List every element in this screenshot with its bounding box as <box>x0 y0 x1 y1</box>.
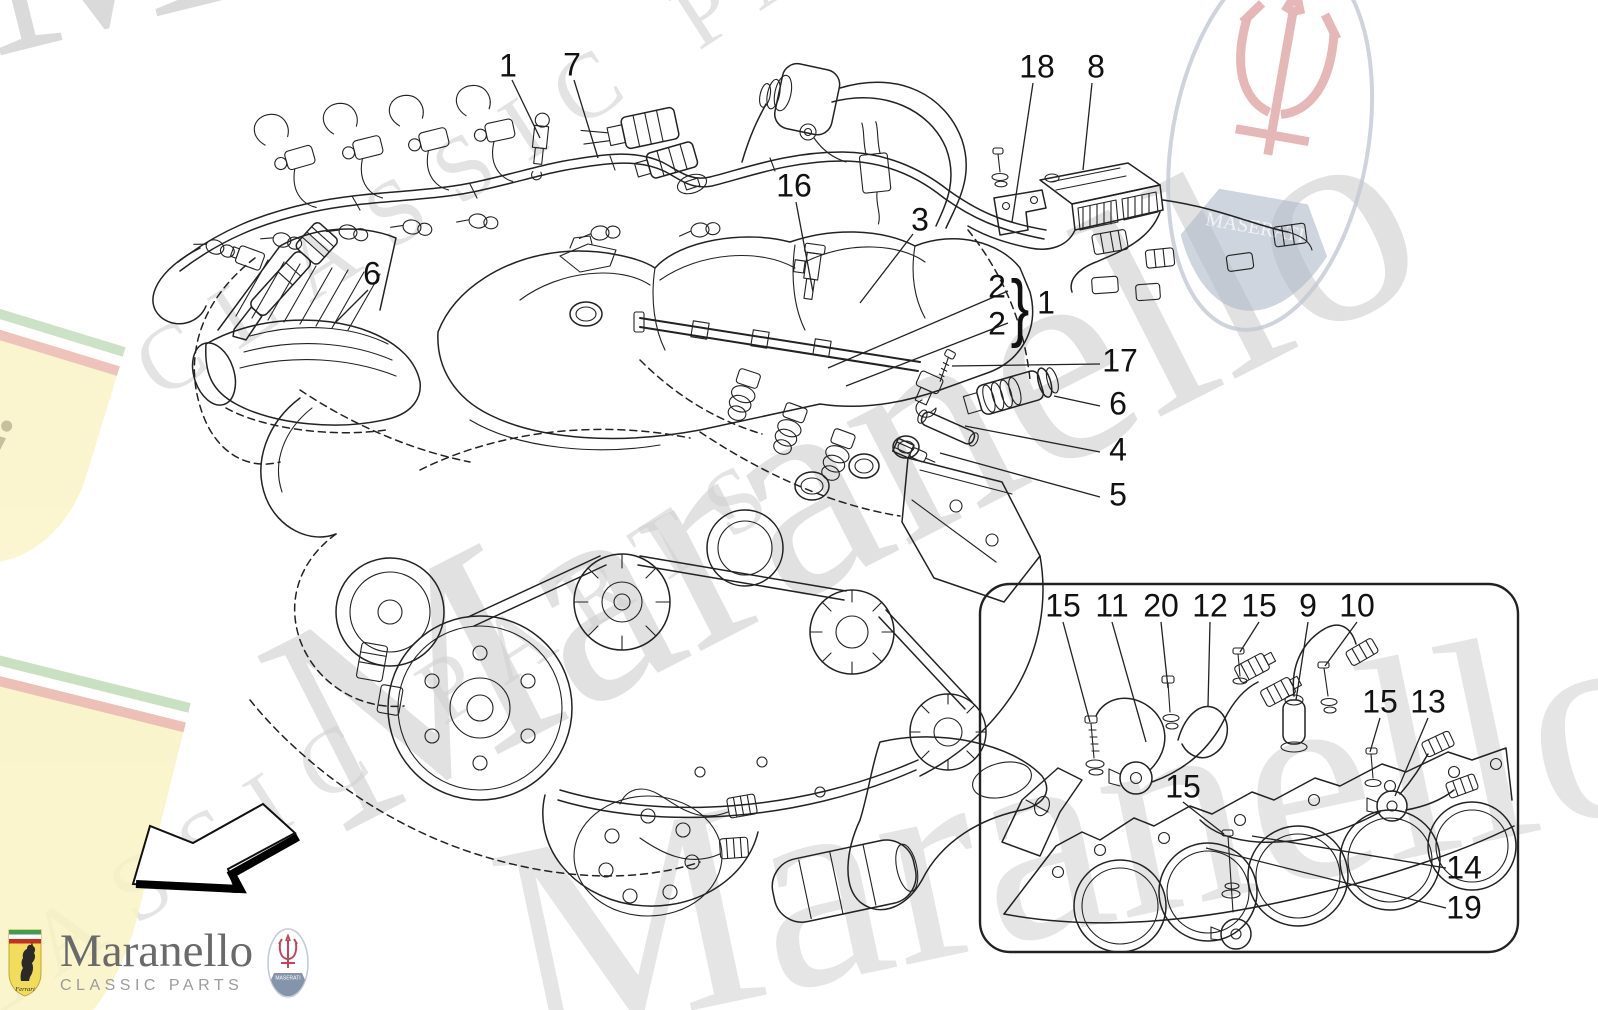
callout-18: 18 <box>1019 48 1055 85</box>
callout-6-left: 6 <box>363 255 381 292</box>
callout-2-top: 2 <box>988 268 1006 305</box>
leader-lines-main <box>333 79 1101 498</box>
sensor-cable-14 <box>1199 811 1381 843</box>
callout-8: 8 <box>1087 48 1105 85</box>
ecu-connector-strips <box>1077 191 1159 231</box>
injector-17-target <box>914 370 944 406</box>
cam-cover <box>217 228 397 331</box>
callout-1: 1 <box>499 47 517 84</box>
callout-15-b: 15 <box>1241 587 1277 624</box>
callout-20: 20 <box>1143 587 1179 624</box>
callout-19: 19 <box>1446 889 1482 926</box>
callout-3: 3 <box>911 201 929 238</box>
harness-grommet <box>580 62 967 229</box>
callout-5: 5 <box>1109 476 1127 513</box>
callout-13: 13 <box>1410 683 1446 720</box>
injector-1 <box>531 112 550 181</box>
callout-10: 10 <box>1339 587 1375 624</box>
maserati-badge-label: MASERATI <box>276 976 301 982</box>
intake-manifold <box>299 231 1034 463</box>
screw-10 <box>1317 661 1338 714</box>
sensor-cable-11 <box>1095 697 1166 771</box>
callout-15-d: 15 <box>1165 768 1201 805</box>
callout-15-a: 15 <box>1045 587 1081 624</box>
coil-connectors-row <box>152 84 721 325</box>
screw-20 <box>1161 675 1180 730</box>
screw-17 <box>938 348 956 382</box>
callout-17: 17 <box>1102 342 1138 379</box>
callout-6-right: 6 <box>1109 385 1127 422</box>
ferrari-shield-icon: Ferrari <box>8 929 42 997</box>
leader-lines-inset <box>1062 621 1447 909</box>
callout-4: 4 <box>1109 431 1127 468</box>
callout-14: 14 <box>1446 849 1482 886</box>
spark-plug-5 <box>891 437 936 463</box>
ignition-coil-right <box>962 367 1059 415</box>
callout-12: 12 <box>1192 587 1228 624</box>
knock-sensor-left <box>1108 761 1153 795</box>
direction-arrow-icon <box>131 802 300 894</box>
belt-pulleys <box>193 257 1048 923</box>
knock-sensor-center <box>1210 918 1252 950</box>
callout-15-c: 15 <box>1362 683 1398 720</box>
callout-7: 7 <box>563 46 581 83</box>
logo-tagline: CLASSIC PARTS <box>60 977 244 994</box>
callout-brace: } <box>1010 263 1030 349</box>
screw-15c <box>1364 747 1382 788</box>
ferrari-shield-label: Ferrari <box>14 986 35 993</box>
injector-16 <box>793 242 826 300</box>
bracket-screw <box>991 147 1009 188</box>
logo-wordmark: Maranello <box>60 925 254 977</box>
head-gasket <box>1001 747 1517 953</box>
seal-rings <box>794 435 920 501</box>
callout-2-bottom: 2 <box>988 305 1006 342</box>
cable-loop-12 <box>1177 705 1228 759</box>
engine-block-right <box>901 229 1044 777</box>
screw-15a <box>1084 715 1105 776</box>
maserati-badge-watermark-icon: MASERATI <box>1135 0 1405 355</box>
barrel-connectors <box>193 213 721 258</box>
injector-boots <box>727 368 856 481</box>
intake-tube <box>191 319 421 434</box>
callout-1-group: 1 <box>1037 284 1055 321</box>
fuel-rail <box>531 112 937 517</box>
maserati-trident-icon <box>278 933 298 968</box>
extension-tube-4 <box>917 409 979 447</box>
screw-15d <box>1221 829 1241 913</box>
harness-trunk <box>177 151 1047 272</box>
callout-16: 16 <box>776 167 812 204</box>
callout-9: 9 <box>1299 587 1317 624</box>
prancing-horse-icon <box>20 942 36 981</box>
knock-sensor-right <box>1366 790 1408 822</box>
ecu-module <box>967 147 1313 302</box>
maranello-logo: Ferrari Maranello CLASSIC PARTS MASERATI <box>8 928 309 998</box>
inset-detail-box <box>978 582 1520 954</box>
maserati-badge-icon: MASERATI <box>267 928 309 998</box>
sensor-9 <box>1280 694 1308 753</box>
coil-plug-stack-right <box>891 348 1059 463</box>
callout-11: 11 <box>1095 587 1129 624</box>
